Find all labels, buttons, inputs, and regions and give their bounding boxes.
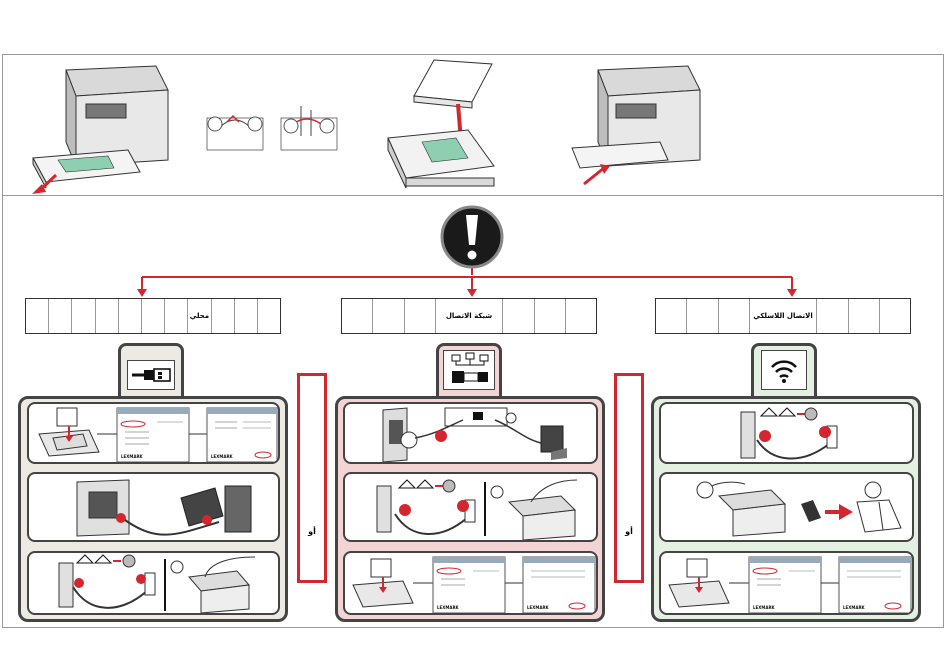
printer-tray-in-illustration xyxy=(570,60,710,190)
network-step-3-brand-a: LEXMARK xyxy=(437,605,460,610)
network-step-2-illustration xyxy=(345,474,598,542)
network-icon xyxy=(444,351,494,389)
wireless-step-3: LEXMARK LEXMARK xyxy=(659,551,914,615)
wireless-step-3-brand-b: LEXMARK xyxy=(843,605,866,610)
or-label-right: أو xyxy=(625,527,633,536)
wireless-step-3-brand-a: LEXMARK xyxy=(753,605,776,610)
flex-paper-illustration xyxy=(205,100,345,152)
section-divider xyxy=(2,195,944,196)
or-box-right: أو xyxy=(614,373,644,583)
usb-label: محلي xyxy=(188,299,211,333)
usb-icon-box xyxy=(127,360,175,390)
usb-step-2 xyxy=(27,472,280,542)
wireless-step-2-illustration xyxy=(661,474,914,542)
network-step-3-brand-b: LEXMARK xyxy=(527,605,550,610)
network-icon-box xyxy=(443,350,495,390)
network-step-1 xyxy=(343,402,598,464)
network-step-1-illustration xyxy=(345,404,598,464)
network-step-3: LEXMARK LEXMARK xyxy=(343,551,598,615)
wireless-step-1-illustration xyxy=(661,404,914,464)
wifi-icon xyxy=(762,351,806,389)
network-step-2 xyxy=(343,472,598,542)
wireless-step-2 xyxy=(659,472,914,542)
wireless-step-3-illustration: LEXMARK LEXMARK xyxy=(661,553,914,615)
wireless-step-1 xyxy=(659,402,914,464)
or-label-left: أو xyxy=(308,527,316,536)
usb-cable-icon xyxy=(128,361,174,389)
usb-step-1-brand-b: LEXMARK xyxy=(211,454,234,459)
printer-tray-out-illustration xyxy=(28,60,178,195)
usb-step-3-illustration xyxy=(29,553,280,615)
usb-label-strip: محلي xyxy=(25,298,281,334)
wireless-icon-box xyxy=(761,350,807,390)
or-box-left: أو xyxy=(297,373,327,583)
wireless-label: الاتصال اللاسلكي xyxy=(750,299,818,333)
usb-step-1-brand-a: LEXMARK xyxy=(121,454,144,459)
network-step-3-illustration: LEXMARK LEXMARK xyxy=(345,553,598,615)
network-label: شبكة الاتصال xyxy=(436,299,504,333)
exclamation-icon xyxy=(440,205,504,269)
usb-step-2-illustration xyxy=(29,474,280,542)
network-label-strip: شبكة الاتصال xyxy=(341,298,597,334)
usb-step-1-illustration: LEXMARK LEXMARK xyxy=(29,404,280,464)
usb-step-1: LEXMARK LEXMARK xyxy=(27,402,280,464)
wireless-label-strip: الاتصال اللاسلكي xyxy=(655,298,911,334)
load-paper-tray-illustration xyxy=(382,58,502,193)
usb-step-3 xyxy=(27,551,280,615)
